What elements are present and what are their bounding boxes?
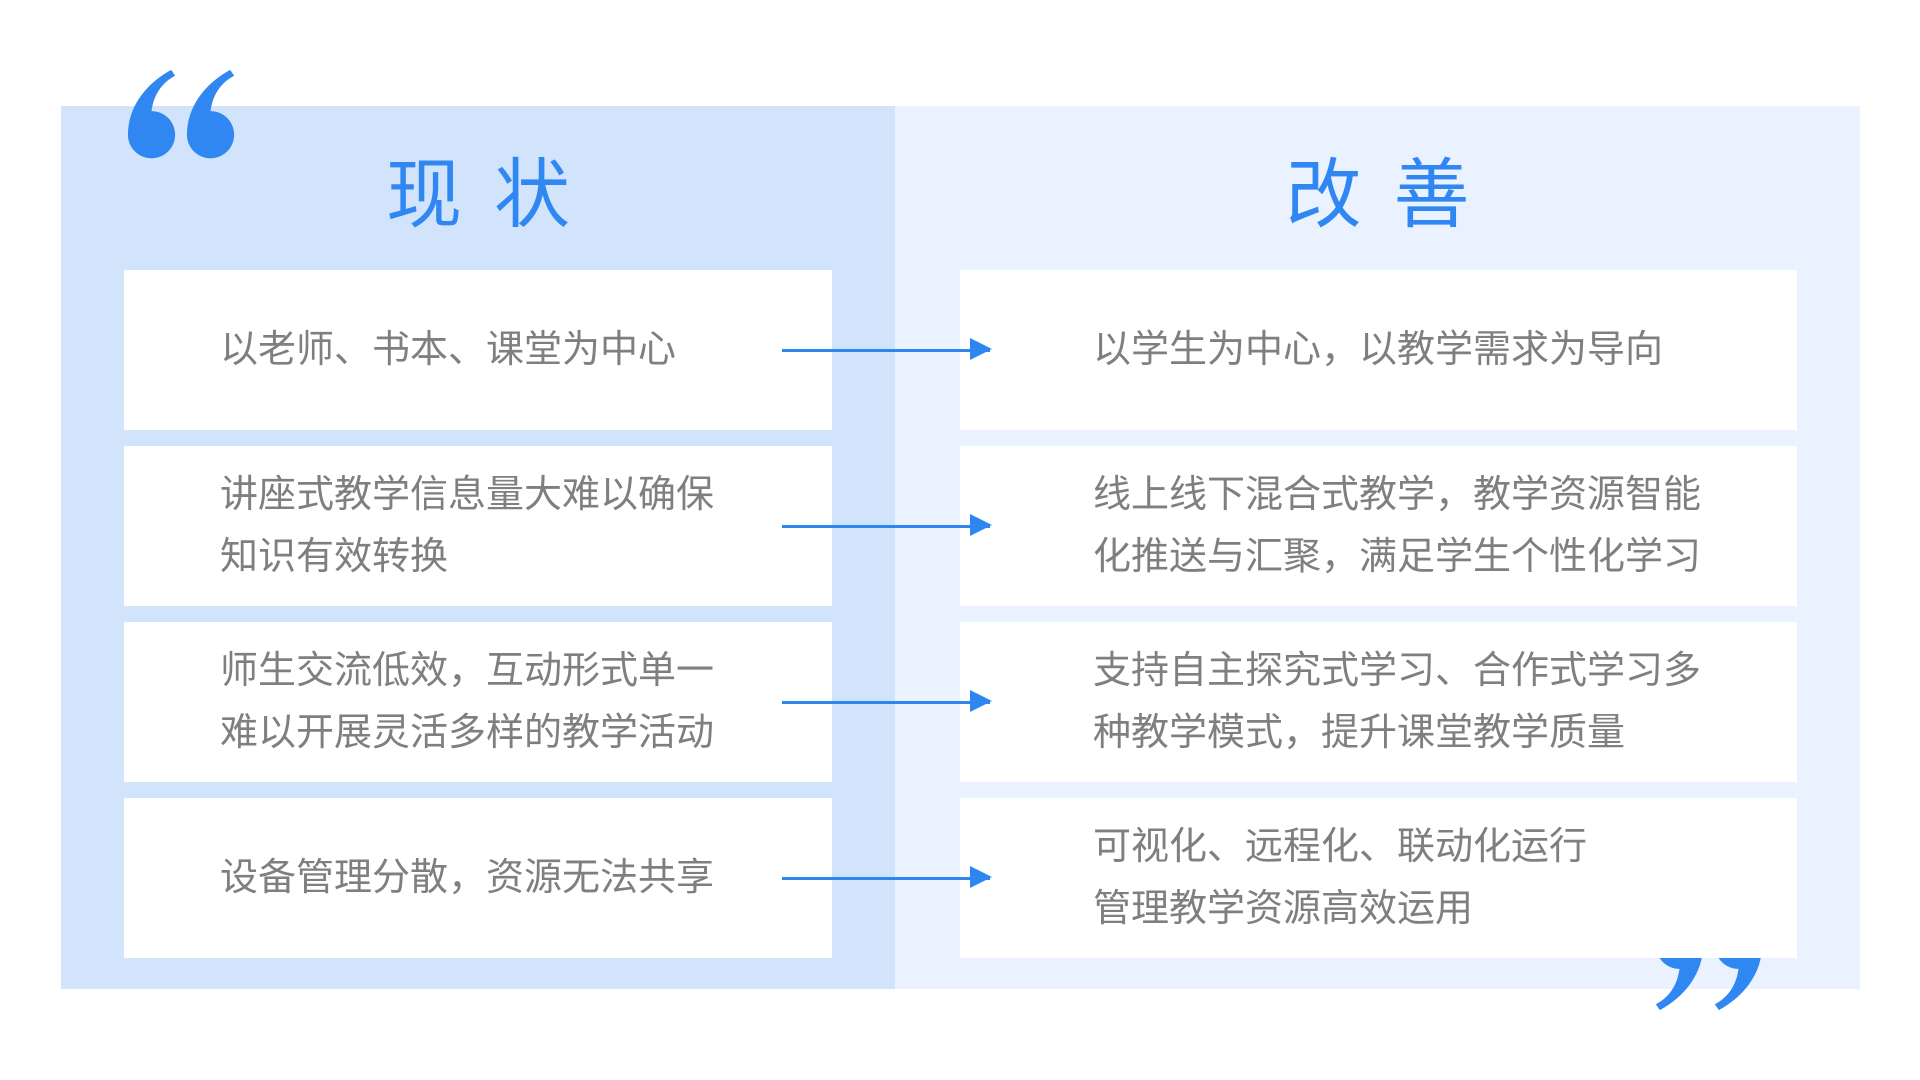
arrow-head <box>970 690 992 712</box>
right-arrow-icon <box>782 514 1010 538</box>
current-item-card: 设备管理分散，资源无法共享 <box>124 798 832 958</box>
arrow-head <box>970 866 992 888</box>
improved-item-text: 线上线下混合式教学，教学资源智能 <box>1093 474 1702 516</box>
improved-item-text: 管理教学资源高效运用 <box>1093 888 1474 930</box>
right-arrow-icon <box>782 690 1010 714</box>
current-item-text: 知识有效转换 <box>220 536 449 578</box>
improved-item-card: 支持自主探究式学习、合作式学习多 种教学模式，提升课堂教学质量 <box>960 622 1797 782</box>
improved-item-text: 支持自主探究式学习、合作式学习多 <box>1093 650 1702 692</box>
improved-item-text: 可视化、远程化、联动化运行 <box>1093 826 1588 868</box>
arrow-shaft <box>782 524 990 528</box>
arrow-shaft <box>782 348 990 352</box>
improved-item-text: 种教学模式，提升课堂教学质量 <box>1093 712 1626 754</box>
improved-item-card: 线上线下混合式教学，教学资源智能 化推送与汇聚，满足学生个性化学习 <box>960 446 1797 606</box>
improved-item-text: 化推送与汇聚，满足学生个性化学习 <box>1093 536 1702 578</box>
arrow-shaft <box>782 700 990 704</box>
arrow-head <box>970 514 992 536</box>
improved-item-card: 可视化、远程化、联动化运行 管理教学资源高效运用 <box>960 798 1797 958</box>
arrow-head <box>970 338 992 360</box>
arrow-shaft <box>782 876 990 880</box>
current-item-text: 难以开展灵活多样的教学活动 <box>220 712 715 754</box>
current-status-title: 现状 <box>386 153 602 238</box>
current-item-text: 设备管理分散，资源无法共享 <box>220 857 715 899</box>
current-item-card: 师生交流低效，互动形式单一 难以开展灵活多样的教学活动 <box>124 622 832 782</box>
improved-item-text: 以学生为中心，以教学需求为导向 <box>1093 329 1664 371</box>
open-quote-icon <box>124 68 242 170</box>
current-item-card: 以老师、书本、课堂为中心 <box>124 270 832 430</box>
right-arrow-icon <box>782 866 1010 890</box>
current-item-text: 师生交流低效，互动形式单一 <box>220 650 715 692</box>
current-item-text: 讲座式教学信息量大难以确保 <box>220 474 715 516</box>
current-item-text: 以老师、书本、课堂为中心 <box>220 329 677 371</box>
improvement-title: 改善 <box>1285 153 1502 238</box>
current-item-card: 讲座式教学信息量大难以确保 知识有效转换 <box>124 446 832 606</box>
right-arrow-icon <box>782 338 1010 362</box>
improved-item-card: 以学生为中心，以教学需求为导向 <box>960 270 1797 430</box>
